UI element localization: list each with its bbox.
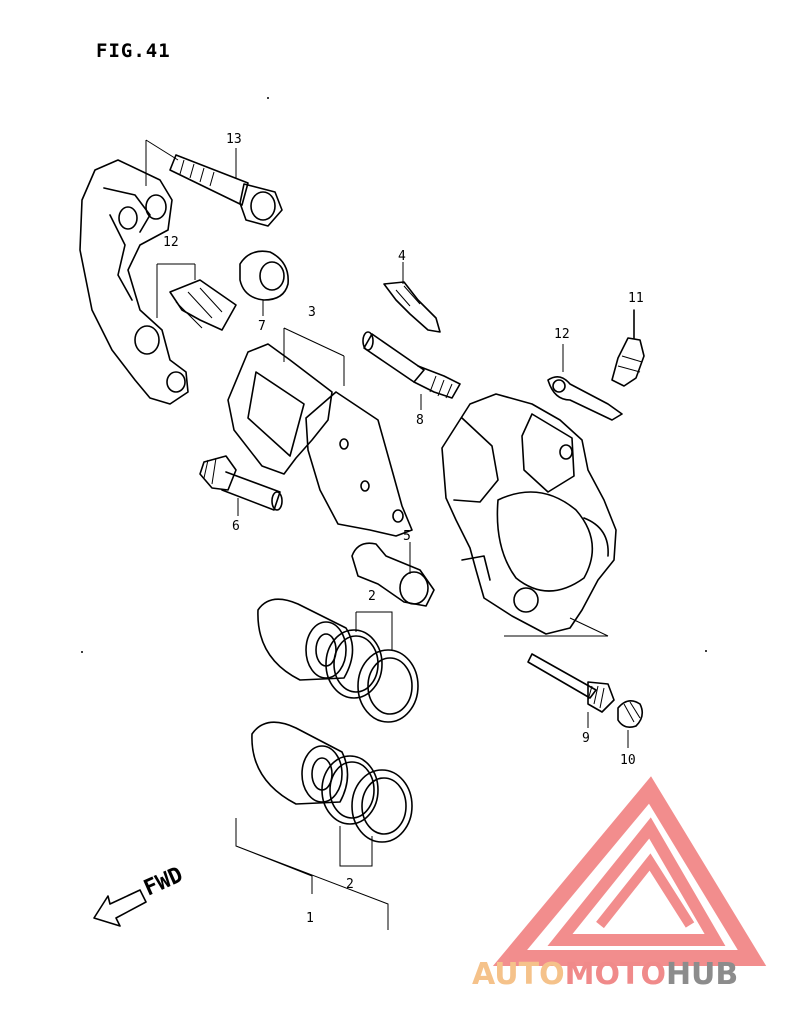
part-3-pads	[227, 343, 413, 537]
part-5-boot	[351, 542, 435, 607]
upper-seal-1	[325, 629, 383, 699]
upper-seal-2	[357, 649, 419, 723]
callout-14: 13	[226, 132, 242, 147]
callout-8: 8	[416, 413, 424, 428]
part-13-cap	[547, 376, 623, 421]
caliper-bracket	[79, 159, 189, 405]
part-9-pin	[527, 653, 615, 713]
upper-piston	[257, 598, 354, 681]
callout-7: 7	[258, 319, 266, 334]
caliper-body	[441, 393, 617, 635]
callout-4: 4	[398, 249, 406, 264]
callout-13: 12	[554, 327, 570, 342]
watermark-hub: HUB	[666, 957, 738, 992]
part-11-spring	[169, 279, 237, 331]
callout-3: 3	[308, 305, 316, 320]
figure-title: FIG.41	[96, 40, 171, 62]
watermark-logo	[492, 776, 767, 966]
part-8-pin	[362, 331, 461, 399]
part-6-pin	[199, 455, 283, 511]
callout-2-upper: 2	[368, 589, 376, 604]
watermark-text: AUTOMOTOHUB	[472, 957, 738, 992]
forward-arrow-icon	[93, 889, 147, 927]
callout-6: 6	[232, 519, 240, 534]
callout-9: 9	[582, 731, 590, 746]
lower-seal-2	[351, 769, 413, 843]
watermark-moto: MOTO	[565, 957, 666, 992]
part-4-clip	[383, 281, 441, 333]
part-14-bolt	[169, 154, 283, 227]
callout-5: 5	[403, 529, 411, 544]
callout-2-lower: 2	[346, 877, 354, 892]
part-7-boot	[239, 250, 289, 301]
callout-1: 1	[306, 911, 314, 926]
watermark-auto: AUTO	[472, 957, 565, 992]
callout-11: 12	[163, 235, 179, 250]
lower-seal-1	[321, 755, 379, 825]
callout-12: 11	[628, 291, 644, 306]
callout-10: 10	[620, 753, 636, 768]
part-12-bleeder	[611, 309, 645, 387]
part-10-plug	[617, 700, 644, 728]
direction-label: FWD	[140, 862, 186, 901]
